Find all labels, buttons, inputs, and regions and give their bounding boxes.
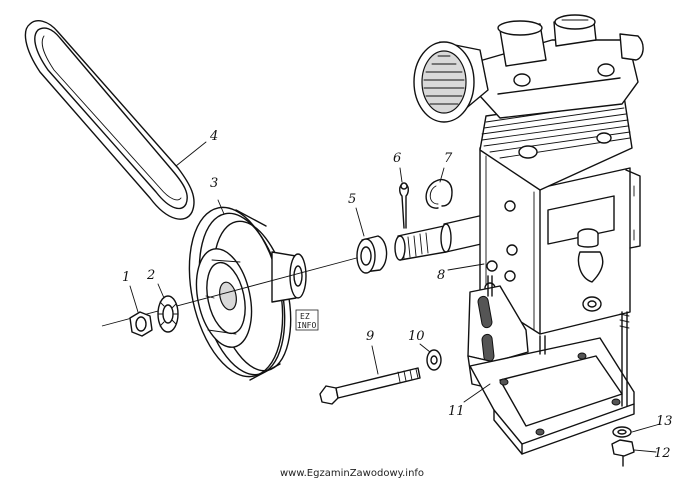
label-8: 8	[437, 268, 445, 283]
stud-nut	[611, 439, 635, 467]
label-3: 3	[210, 176, 218, 191]
ez-info-badge: EZ INFO	[295, 309, 319, 331]
bolt-head	[486, 260, 498, 272]
spacer-ring	[356, 235, 388, 274]
v-belt	[24, 20, 195, 220]
mounting-bracket	[467, 285, 635, 455]
label-6: 6	[393, 151, 401, 166]
badge-bottom: INFO	[297, 321, 316, 330]
drain-plug	[582, 296, 602, 312]
watermark-text: www.EgzaminZawodowy.info	[280, 468, 424, 479]
compressor-body	[413, 14, 644, 335]
label-9: 9	[366, 329, 374, 344]
label-4: 4	[209, 129, 218, 144]
mounting-studs	[487, 275, 630, 407]
shaft-nut	[129, 311, 153, 337]
label-1: 1	[122, 270, 130, 285]
bolt	[319, 367, 421, 405]
washer	[426, 349, 442, 371]
label-2: 2	[146, 268, 155, 283]
lock-washer	[157, 295, 179, 333]
pulley	[188, 206, 307, 381]
leader-lines	[129, 141, 661, 453]
label-11: 11	[448, 404, 465, 419]
label-5: 5	[348, 192, 356, 207]
label-7: 7	[444, 151, 453, 166]
oil-filler-cap	[577, 228, 604, 283]
label-10: 10	[408, 329, 425, 344]
air-filter	[413, 41, 489, 123]
cotter-pin	[399, 182, 409, 229]
bolt-head	[504, 270, 516, 282]
badge-top: EZ	[300, 312, 310, 321]
snap-ring	[425, 178, 453, 209]
bolt-head	[506, 244, 518, 256]
label-13: 13	[656, 414, 673, 429]
bolt-head	[504, 200, 516, 212]
label-12: 12	[654, 446, 671, 461]
cylinder-head	[475, 14, 644, 119]
stud-washer	[612, 426, 632, 438]
